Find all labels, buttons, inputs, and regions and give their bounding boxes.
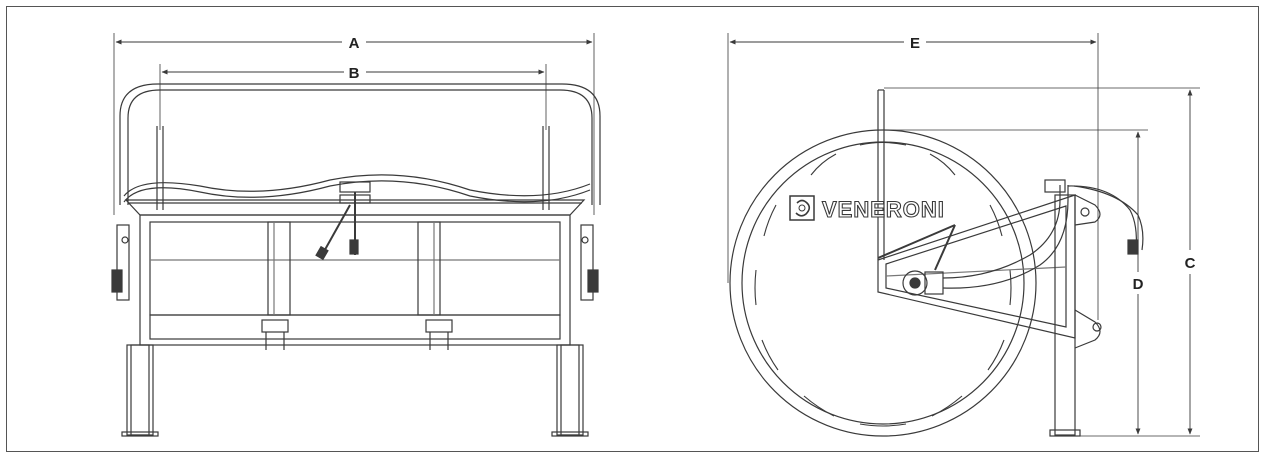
dimension-e-label: E: [910, 35, 920, 52]
dimension-c-label: C: [1185, 255, 1196, 272]
dimension-c: [884, 87, 1200, 437]
dimension-d: [883, 129, 1148, 435]
veneroni-swirl-logo-icon: [789, 195, 815, 221]
brand-logo-text: VENERONI: [822, 197, 945, 222]
dimension-a-label: A: [349, 35, 360, 52]
dimension-b-label: B: [349, 65, 360, 82]
dimension-a: [113, 33, 595, 215]
dimension-e: [727, 33, 1099, 320]
drawing-border: [6, 6, 1259, 452]
front-view: [111, 83, 601, 437]
dimension-d-label: D: [1133, 276, 1144, 293]
side-view: [729, 89, 1144, 437]
dimension-b: [159, 64, 547, 130]
